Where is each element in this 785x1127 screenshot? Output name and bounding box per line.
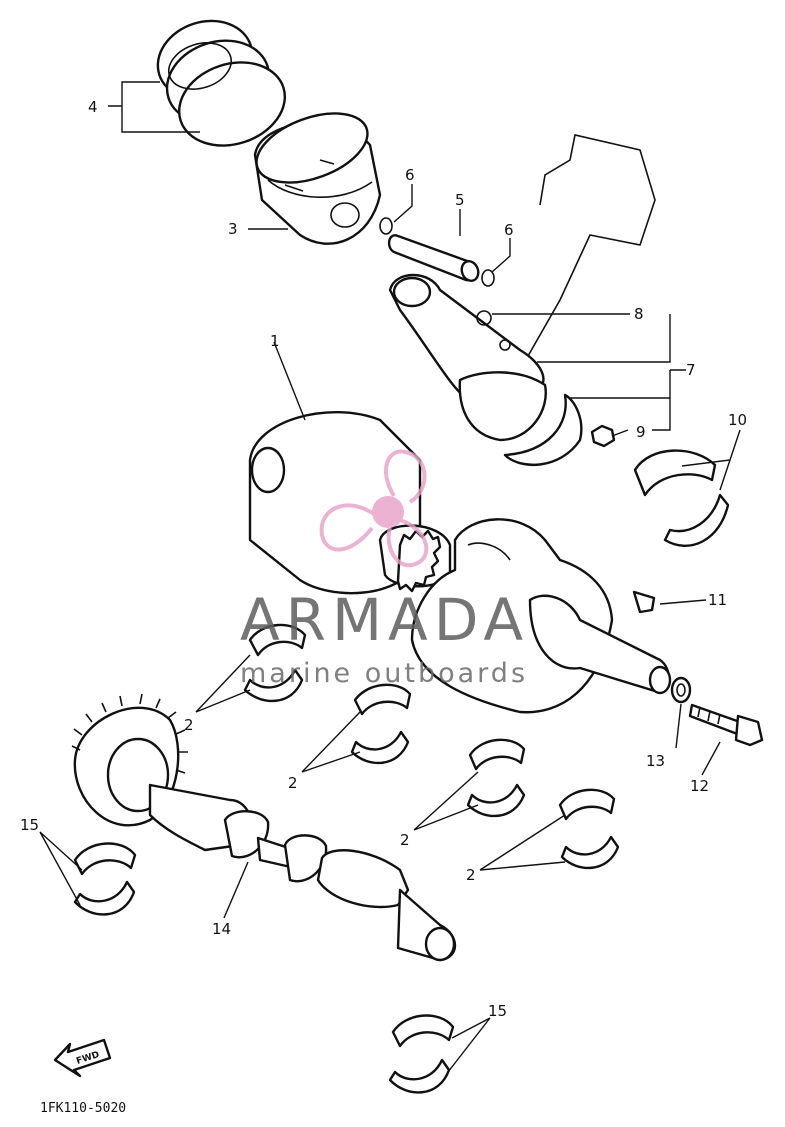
rod-nut <box>590 424 616 448</box>
callout-1: 1 <box>270 332 280 350</box>
connecting-rod <box>388 134 656 467</box>
callout-8: 8 <box>634 305 644 323</box>
main-bearing <box>243 623 307 703</box>
callout-13: 13 <box>646 752 665 770</box>
callout-2: 2 <box>466 866 476 884</box>
leader-lines <box>39 81 741 1073</box>
piston-rings <box>156 19 287 147</box>
callout-14: 14 <box>212 920 231 938</box>
main-bearing <box>558 788 620 870</box>
callout-2: 2 <box>184 716 194 734</box>
piston <box>253 112 382 245</box>
crank-bearing-10 <box>633 449 730 547</box>
balancer-bearing <box>388 1014 455 1094</box>
main-bearing <box>350 683 412 765</box>
callout-15: 15 <box>20 816 39 834</box>
piston-pin-clip <box>379 217 495 287</box>
washer <box>670 676 692 704</box>
watermark-brand: ARMADA <box>240 586 529 654</box>
balancer-bearing <box>73 842 137 916</box>
callout-6: 6 <box>504 221 514 239</box>
callout-7: 7 <box>686 361 696 379</box>
crankshaft <box>248 410 672 714</box>
crank-bolt <box>688 703 764 747</box>
main-bearing <box>466 738 526 818</box>
callout-2: 2 <box>288 774 298 792</box>
callout-4: 4 <box>88 98 98 116</box>
callout-labels: 4 3 6 5 6 8 7 9 1 10 11 13 12 2 2 2 2 14… <box>20 98 747 1116</box>
armada-logo-icon <box>319 449 429 568</box>
piston-pin <box>387 234 480 282</box>
callout-15: 15 <box>488 1002 507 1020</box>
balancer-shaft <box>71 693 457 962</box>
callout-9: 9 <box>636 423 646 441</box>
callout-12: 12 <box>690 777 709 795</box>
callout-2: 2 <box>400 831 410 849</box>
callout-11: 11 <box>708 591 727 609</box>
diagram-code: 1FK110-5020 <box>40 1101 126 1116</box>
woodruff-key <box>632 590 656 614</box>
callout-3: 3 <box>228 220 238 238</box>
callout-10: 10 <box>728 411 747 429</box>
callout-6: 6 <box>405 166 415 184</box>
callout-5: 5 <box>455 191 465 209</box>
watermark-tagline: marine outboards <box>240 658 528 689</box>
fwd-arrow-icon: FWD <box>53 1038 112 1078</box>
